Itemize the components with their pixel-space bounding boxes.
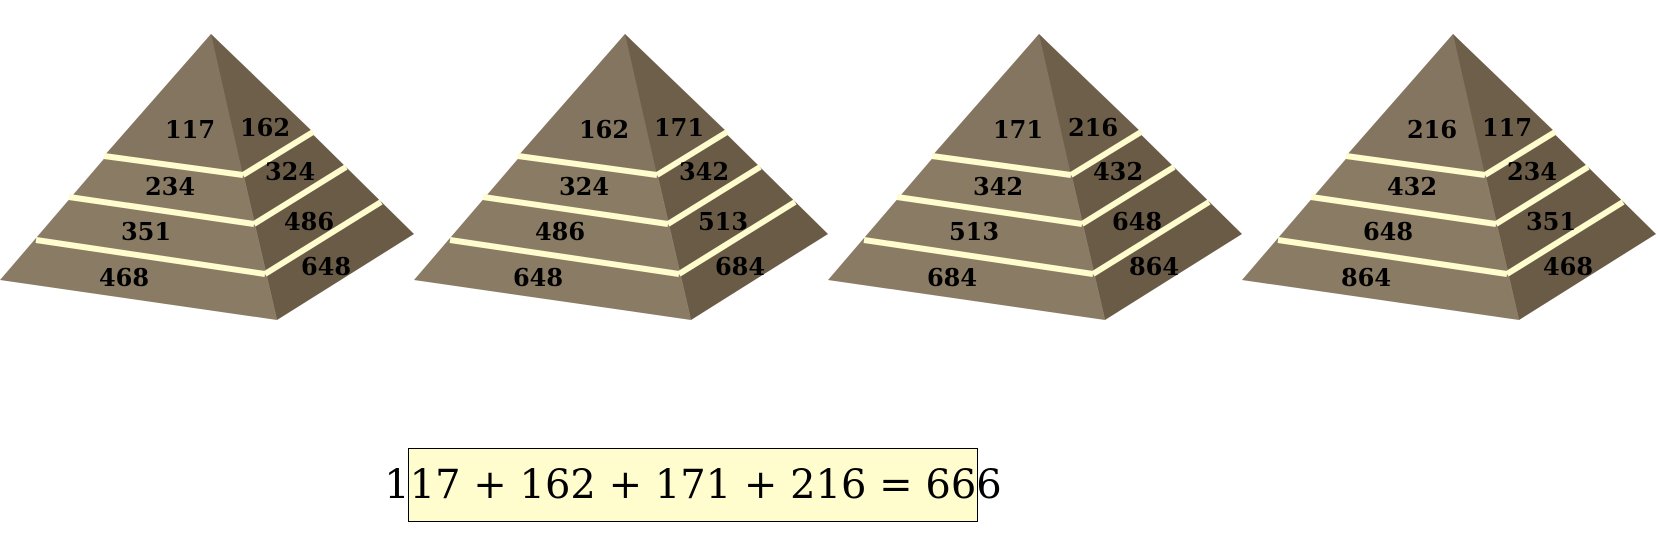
equation-box: 117 + 162 + 171 + 216 = 666 xyxy=(384,448,1002,522)
pyramid-divider-side-2 xyxy=(1494,164,1590,227)
pyramid-row-2-front-number: 648 xyxy=(1363,217,1413,246)
pyramid-top-front xyxy=(1346,34,1485,175)
pyramid-row-3-side-number: 684 xyxy=(715,252,765,281)
pyramid-divider-side-1 xyxy=(1069,129,1143,178)
pyramid-divider-front-1 xyxy=(103,153,244,178)
pyramid-row-2-side-number: 351 xyxy=(1526,207,1576,236)
pyramid-3: 171 216 342 432 513 648 684 864 xyxy=(828,34,1242,320)
pyramid-1: 117 162 234 324 351 486 468 648 xyxy=(0,34,414,320)
pyramid-divider-side-2 xyxy=(1080,164,1176,227)
pyramid-row-1-front-number: 342 xyxy=(973,172,1023,201)
pyramid-top-front xyxy=(518,34,657,175)
pyramid-row-1-side-number: 324 xyxy=(265,157,315,186)
pyramid-2: 162 171 324 342 486 513 648 684 xyxy=(414,34,828,320)
pyramid-top-right-number: 117 xyxy=(1482,113,1532,142)
pyramid-row-3-side-number: 864 xyxy=(1129,252,1179,281)
pyramid-row-1-front-number: 432 xyxy=(1387,172,1437,201)
pyramid-divider-front-3 xyxy=(1277,237,1508,277)
pyramid-divider-front-1 xyxy=(931,153,1072,178)
pyramid-top-left-number: 162 xyxy=(579,115,629,144)
pyramid-row-3-front-number: 684 xyxy=(927,263,977,292)
pyramid-top-front xyxy=(932,34,1071,175)
pyramid-row-2-side-number: 513 xyxy=(698,207,748,236)
pyramid-divider-side-3 xyxy=(263,199,383,277)
pyramid-divider-front-2 xyxy=(1310,194,1497,227)
pyramid-row-1-front-number: 234 xyxy=(145,172,195,201)
pyramid-row-2-side-number: 648 xyxy=(1112,207,1162,236)
pyramid-row-2-side-number: 486 xyxy=(284,207,334,236)
pyramid-divider-side-2 xyxy=(666,164,762,227)
pyramid-divider-front-2 xyxy=(896,194,1083,227)
pyramid-divider-side-1 xyxy=(1483,129,1557,178)
pyramid-row-2-front-number: 351 xyxy=(121,217,171,246)
pyramid-top-left-number: 171 xyxy=(993,115,1043,144)
pyramid-divider-front-1 xyxy=(517,153,658,178)
pyramid-divider-front-3 xyxy=(35,237,266,277)
pyramid-row-3-front-number: 468 xyxy=(99,263,149,292)
pyramid-divider-front-2 xyxy=(482,194,669,227)
pyramid-row-3-side-number: 468 xyxy=(1543,252,1593,281)
pyramid-row-2-front-number: 513 xyxy=(949,217,999,246)
pyramid-top-side xyxy=(625,34,727,175)
pyramid-top-side xyxy=(1039,34,1141,175)
pyramid-top-left-number: 117 xyxy=(165,115,215,144)
pyramid-divider-side-3 xyxy=(1505,199,1625,277)
pyramid-top-side xyxy=(1453,34,1555,175)
pyramid-top-right-number: 162 xyxy=(240,113,290,142)
pyramid-top-right-number: 216 xyxy=(1068,113,1118,142)
pyramid-row-1-side-number: 342 xyxy=(679,157,729,186)
pyramid-row-3-front-number: 864 xyxy=(1341,263,1391,292)
pyramid-top-right-number: 171 xyxy=(654,113,704,142)
pyramid-top-front xyxy=(104,34,243,175)
pyramid-divider-side-3 xyxy=(677,199,797,277)
pyramid-row-2-front-number: 486 xyxy=(535,217,585,246)
pyramid-row-1-front-number: 324 xyxy=(559,172,609,201)
pyramid-row-1-side-number: 432 xyxy=(1093,157,1143,186)
pyramid-divider-side-1 xyxy=(655,129,729,178)
pyramid-row-3-side-number: 648 xyxy=(301,252,351,281)
pyramid-divider-front-2 xyxy=(68,194,255,227)
pyramid-divider-front-1 xyxy=(1345,153,1486,178)
equation-text: 117 + 162 + 171 + 216 = 666 xyxy=(384,462,1002,508)
pyramid-4: 216 117 432 234 648 351 864 468 xyxy=(1242,34,1656,320)
pyramid-top-left-number: 216 xyxy=(1407,115,1457,144)
pyramid-top-side xyxy=(211,34,313,175)
pyramid-divider-front-3 xyxy=(449,237,680,277)
pyramid-row-1-side-number: 234 xyxy=(1507,157,1557,186)
pyramid-row-3-front-number: 648 xyxy=(513,263,563,292)
pyramid-divider-front-3 xyxy=(863,237,1094,277)
pyramid-divider-side-1 xyxy=(241,129,315,178)
pyramid-divider-side-2 xyxy=(252,164,348,227)
pyramid-divider-side-3 xyxy=(1091,199,1211,277)
